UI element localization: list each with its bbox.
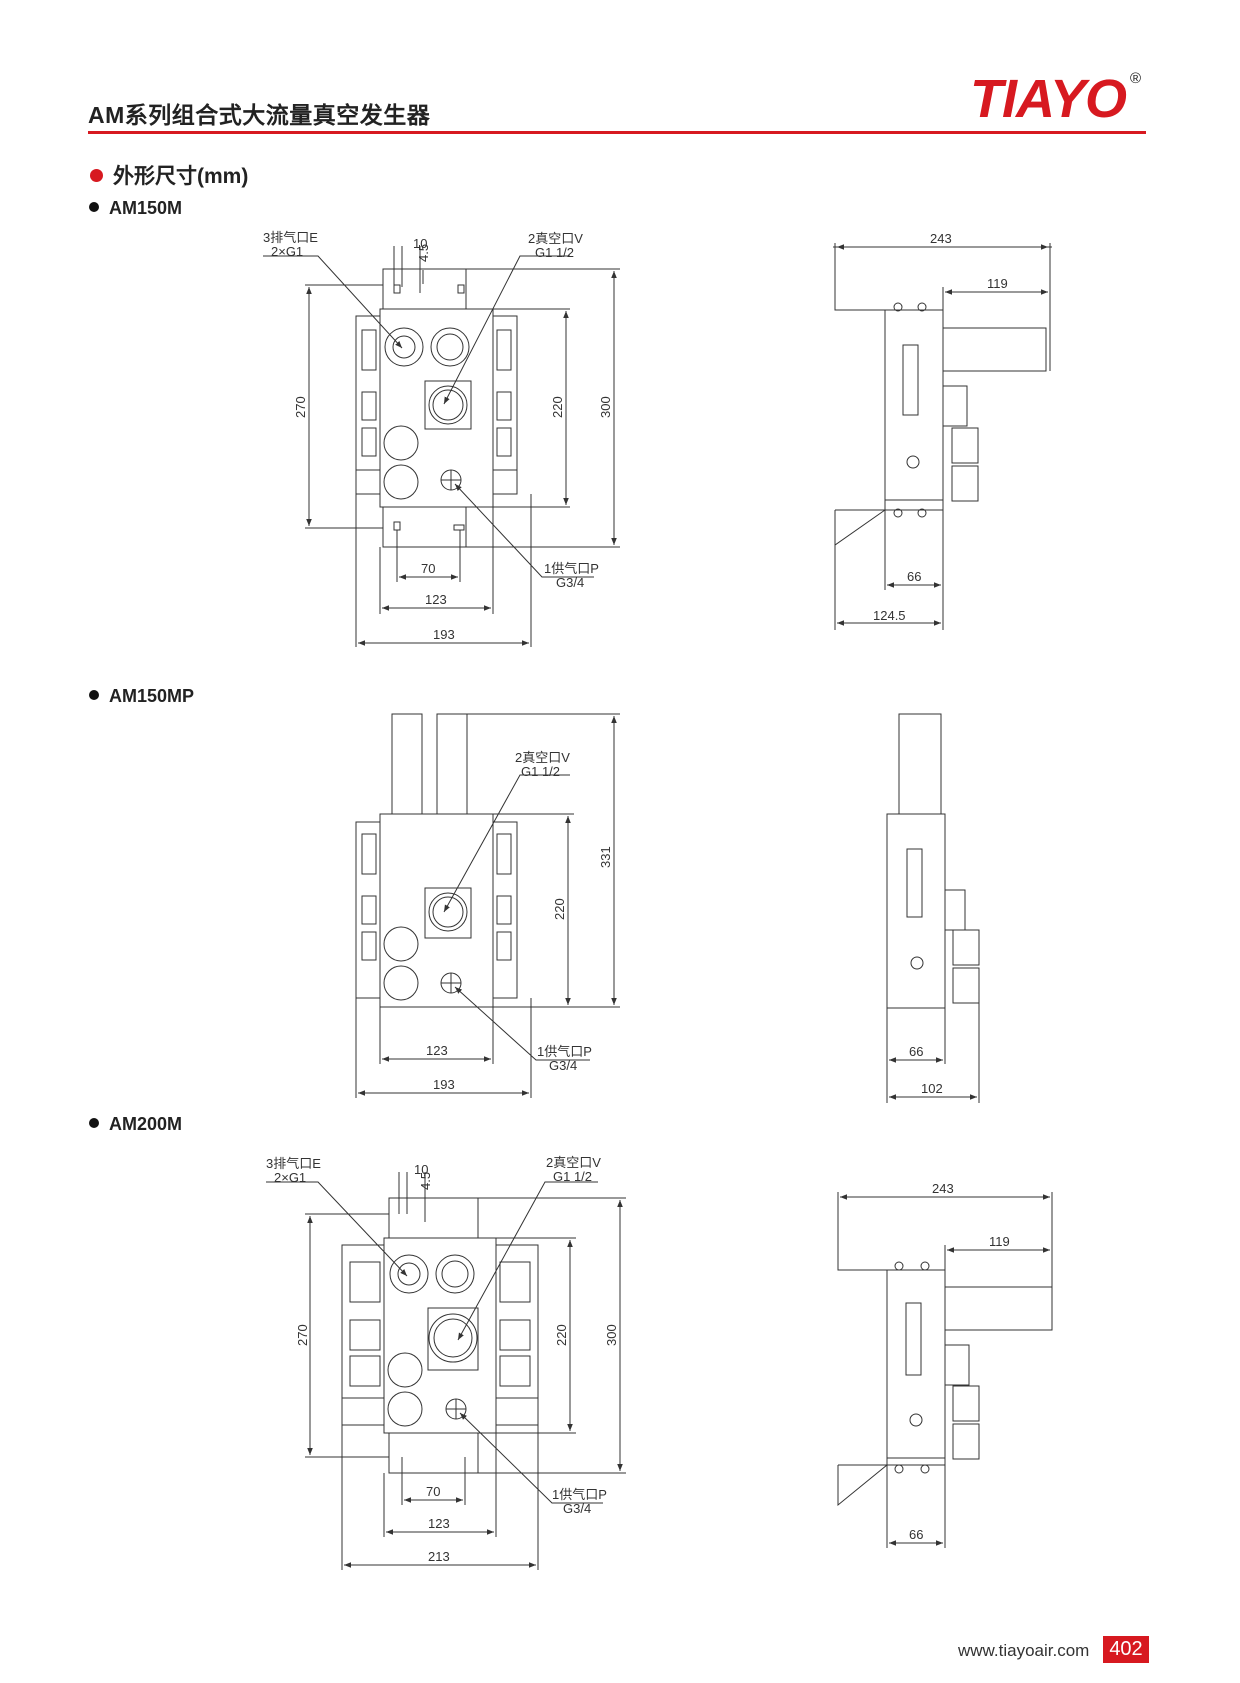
am200m-dim-220: 220 bbox=[554, 1324, 569, 1346]
am200m-supply-size: G3/4 bbox=[563, 1501, 591, 1516]
am150mp-front-view bbox=[355, 713, 620, 1098]
am150mp-supply-label: 1供气口P bbox=[537, 1044, 592, 1059]
am150m-front-view bbox=[263, 246, 620, 647]
am150mp-dim-width: 193 bbox=[433, 1077, 455, 1092]
am200m-front-view bbox=[266, 1172, 626, 1570]
am150mp-dim-331: 331 bbox=[598, 846, 613, 868]
section-title: 外形尺寸(mm) bbox=[113, 165, 249, 188]
am150mp-supply-size: G3/4 bbox=[549, 1058, 577, 1073]
am150mp-dim-220: 220 bbox=[552, 898, 567, 920]
am200m-dim-width: 213 bbox=[428, 1549, 450, 1564]
am150m-exhaust-label: 3排气口E bbox=[263, 230, 318, 245]
am150m-exhaust-size: 2×G1 bbox=[271, 244, 303, 259]
brand-logo: TIAYO bbox=[970, 69, 1127, 129]
registered-mark: ® bbox=[1130, 70, 1142, 87]
model-heading-am150m: AM150M bbox=[89, 198, 182, 219]
am150mp-side-dim-66: 66 bbox=[909, 1044, 923, 1059]
am150m-dim-220: 220 bbox=[550, 396, 565, 418]
bullet-icon bbox=[89, 690, 99, 700]
am200m-supply-label: 1供气口P bbox=[552, 1487, 607, 1502]
am150m-vacuum-size: G1 1/2 bbox=[535, 245, 574, 260]
am150m-side-dim-119: 119 bbox=[987, 276, 1008, 291]
am150m-supply-size: G3/4 bbox=[556, 575, 584, 590]
bullet-icon bbox=[89, 202, 99, 212]
page-number: 402 bbox=[1103, 1636, 1149, 1663]
am150m-side-dim-243: 243 bbox=[930, 231, 952, 246]
header-rule bbox=[88, 131, 1146, 134]
am200m-dim-10: 10 bbox=[414, 1162, 428, 1177]
am200m-side-dim-119: 119 bbox=[989, 1234, 1010, 1249]
am200m-side-dim-243: 243 bbox=[932, 1181, 954, 1196]
am200m-dim-70: 70 bbox=[426, 1484, 440, 1499]
am150mp-vacuum-label: 2真空口V bbox=[515, 750, 570, 765]
am150mp-vacuum-size: G1 1/2 bbox=[521, 764, 560, 779]
model-name: AM200M bbox=[109, 1114, 183, 1134]
am200m-vacuum-size: G1 1/2 bbox=[553, 1169, 592, 1184]
am150m-dim-4-5: 4.5 bbox=[416, 244, 431, 262]
am200m-side-dim-66: 66 bbox=[909, 1527, 923, 1542]
model-heading-am150mp: AM150MP bbox=[89, 686, 194, 707]
model-heading-am200m: AM200M bbox=[89, 1114, 182, 1135]
am150m-dim-300: 300 bbox=[598, 396, 613, 418]
am200m-dim-270: 270 bbox=[295, 1324, 310, 1346]
am200m-dim-123: 123 bbox=[428, 1516, 450, 1531]
am150m-dim-width: 193 bbox=[433, 627, 455, 642]
am200m-dim-300: 300 bbox=[604, 1324, 619, 1346]
am200m-dim-4-5: 4.5 bbox=[418, 1172, 433, 1190]
am150m-dim-123: 123 bbox=[425, 592, 447, 607]
model-name: AM150M bbox=[109, 198, 183, 218]
am150mp-side-dim-depth: 102 bbox=[921, 1081, 943, 1096]
am200m-exhaust-size: 2×G1 bbox=[274, 1170, 306, 1185]
am150mp-side-view bbox=[886, 713, 980, 1103]
am150m-side-view bbox=[833, 243, 1052, 630]
section-heading: 外形尺寸(mm) bbox=[90, 160, 248, 190]
am150m-dim-70: 70 bbox=[421, 561, 435, 576]
am200m-exhaust-label: 3排气口E bbox=[266, 1156, 321, 1171]
am150m-vacuum-label: 2真空口V bbox=[528, 231, 583, 246]
bullet-icon bbox=[89, 1118, 99, 1128]
am200m-vacuum-label: 2真空口V bbox=[546, 1155, 601, 1170]
model-name: AM150MP bbox=[109, 686, 195, 706]
am150m-supply-label: 1供气口P bbox=[544, 561, 599, 576]
am200m-side-view bbox=[837, 1192, 1053, 1548]
am150mp-dim-123: 123 bbox=[426, 1043, 448, 1058]
am150m-side-dim-depth: 124.5 bbox=[873, 608, 906, 623]
am150m-side-dim-66: 66 bbox=[907, 569, 921, 584]
am150m-dim-270: 270 bbox=[293, 396, 308, 418]
bullet-icon bbox=[90, 169, 103, 182]
am150m-dim-10: 10 bbox=[413, 236, 427, 251]
footer-url[interactable]: www.tiayoair.com bbox=[958, 1641, 1090, 1660]
page-title: AM系列组合式大流量真空发生器 bbox=[88, 102, 431, 128]
